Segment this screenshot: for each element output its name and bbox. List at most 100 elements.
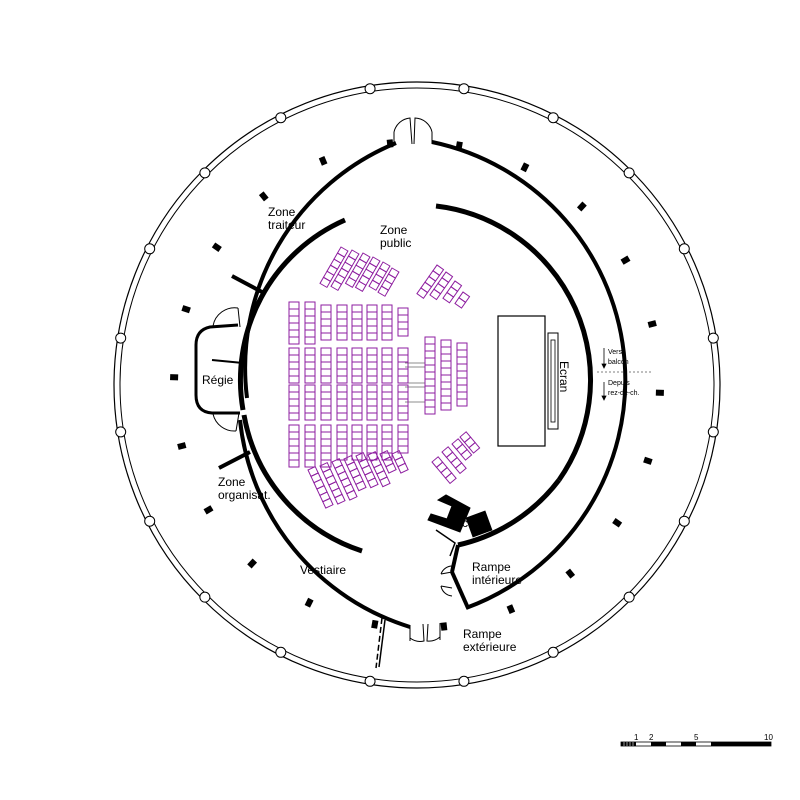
seat xyxy=(368,279,381,291)
seat xyxy=(304,301,316,310)
seat xyxy=(366,384,378,393)
seat-row xyxy=(368,261,391,291)
seat xyxy=(435,461,448,474)
seat-row xyxy=(336,304,348,341)
seat xyxy=(288,336,300,345)
outer-column xyxy=(547,112,559,124)
seat xyxy=(320,438,332,447)
seat xyxy=(351,332,363,341)
wall-pier xyxy=(371,619,379,629)
seat xyxy=(456,391,468,400)
seat xyxy=(381,325,393,334)
seat xyxy=(440,346,452,355)
seat xyxy=(344,276,357,288)
seat xyxy=(424,350,436,359)
rampe-exterieure-edge xyxy=(375,617,386,669)
seat xyxy=(381,375,393,384)
seat-row xyxy=(397,307,409,337)
seat xyxy=(288,391,300,400)
outer-columns xyxy=(115,83,719,687)
wall-pier xyxy=(643,456,653,465)
zone-organisat-label: Zone xyxy=(218,475,246,489)
seat xyxy=(454,462,467,475)
seat xyxy=(288,308,300,317)
seat-row xyxy=(441,446,467,475)
outer-column xyxy=(115,426,127,438)
seat-row xyxy=(397,384,409,421)
seat xyxy=(424,378,436,387)
seat xyxy=(320,459,332,468)
seat-row xyxy=(381,424,393,461)
seat xyxy=(319,276,332,289)
outer-column xyxy=(275,646,287,658)
outer-column xyxy=(707,426,719,438)
seat xyxy=(450,280,463,293)
seat xyxy=(424,406,436,415)
seat-row xyxy=(304,347,316,384)
seat xyxy=(456,398,468,407)
rampe-interieure-label: intérieure xyxy=(472,573,522,587)
seat xyxy=(424,364,436,373)
seat-row xyxy=(381,304,393,341)
seat xyxy=(433,282,446,295)
outer-column xyxy=(144,515,156,527)
seat xyxy=(460,448,473,461)
seat xyxy=(446,286,459,298)
seat xyxy=(454,297,467,309)
scale-tick-label: 5 xyxy=(694,733,699,742)
outer-wall xyxy=(113,81,721,689)
outer-column xyxy=(678,515,690,527)
wall-pier xyxy=(247,558,258,569)
scale-bar: 1 2 5 10 xyxy=(620,733,773,747)
seat xyxy=(304,438,316,447)
zone-public-label: Zone xyxy=(380,223,408,237)
seat xyxy=(463,436,476,449)
seat-row xyxy=(440,339,452,411)
seat-row xyxy=(451,438,473,461)
wall-pier xyxy=(318,156,328,166)
seat-row xyxy=(288,347,300,384)
outer-column xyxy=(458,675,470,687)
regie-label: Régie xyxy=(202,373,234,387)
seat-row xyxy=(391,449,409,474)
seat xyxy=(320,354,332,363)
seat xyxy=(304,308,316,317)
seat xyxy=(336,405,348,414)
seat xyxy=(336,398,348,407)
seat-row xyxy=(351,347,363,384)
depuis-rdc-label: rez-de-ch. xyxy=(608,390,640,397)
seat xyxy=(336,304,348,313)
seat xyxy=(320,332,332,341)
seat xyxy=(366,325,378,334)
seat xyxy=(351,361,363,370)
zone-public-label: public xyxy=(380,236,411,250)
seat xyxy=(381,304,393,313)
seat xyxy=(420,281,433,294)
rampe-exterieure-label: Rampe xyxy=(463,627,502,641)
depuis-rdc-label: Depuis xyxy=(608,380,630,387)
seat xyxy=(288,384,300,393)
seat xyxy=(366,398,378,407)
seat xyxy=(381,384,393,393)
seat xyxy=(445,451,458,464)
wall-pier xyxy=(612,518,623,528)
seat xyxy=(431,456,444,469)
seat xyxy=(351,438,363,447)
seat-row xyxy=(355,451,379,489)
seat xyxy=(381,424,393,433)
seat xyxy=(456,384,468,393)
seat-row xyxy=(397,424,409,454)
seat-row xyxy=(304,424,316,468)
seat-row xyxy=(304,384,316,421)
seat xyxy=(381,452,393,461)
seat xyxy=(336,391,348,400)
wall-pier xyxy=(647,320,657,328)
seat xyxy=(304,361,316,370)
seat xyxy=(354,280,367,292)
seat xyxy=(288,361,300,370)
seat xyxy=(320,368,332,377)
seat xyxy=(381,347,393,356)
seat xyxy=(424,371,436,380)
seat xyxy=(288,322,300,331)
seat xyxy=(381,431,393,440)
